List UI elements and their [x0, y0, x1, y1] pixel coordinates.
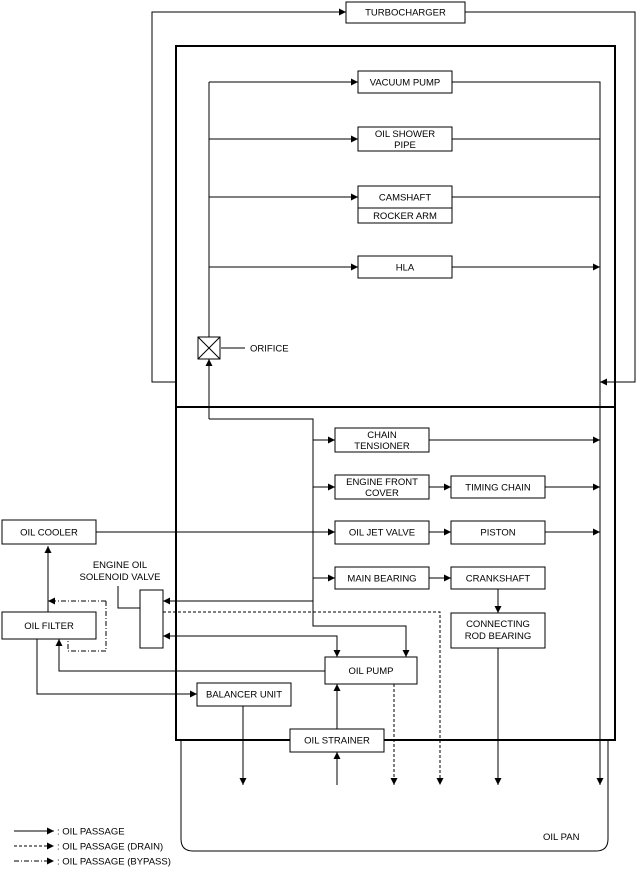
cylinder-head-block: [175, 45, 616, 408]
engine-oil-solenoid-valve-box: [139, 589, 164, 649]
main-gallery-line: [209, 418, 410, 657]
chain-tensioner-label-2: TENSIONER: [354, 441, 410, 452]
piston-box: PISTON: [450, 520, 546, 545]
oil-cooler-label: OIL COOLER: [20, 528, 78, 539]
hla-box: HLA: [357, 255, 453, 279]
oil-cooler-box: OIL COOLER: [1, 519, 97, 545]
timing-chain-label: TIMING CHAIN: [465, 483, 531, 494]
oil-pump-label: OIL PUMP: [348, 666, 393, 677]
balancer-unit-label: BALANCER UNIT: [206, 690, 282, 701]
connecting-rod-bearing-label-1: CONNECTING: [466, 619, 530, 630]
engine-front-cover-label-1: ENGINE FRONT: [346, 477, 418, 488]
oil-shower-pipe-box: OIL SHOWER PIPE: [357, 126, 453, 152]
chain-tensioner-box: CHAIN TENSIONER: [334, 427, 430, 453]
camshaft-label: CAMSHAFT: [379, 193, 431, 204]
orifice-symbol: [197, 336, 221, 360]
rocker-arm-box: ROCKER ARM: [357, 207, 453, 224]
oil-pan-label: OIL PAN: [543, 832, 580, 843]
legend-oil-passage: : OIL PASSAGE: [57, 827, 125, 838]
engine-front-cover-box: ENGINE FRONT COVER: [334, 474, 430, 500]
crankshaft-label: CRANKSHAFT: [466, 574, 531, 585]
orifice-label: ORIFICE: [250, 344, 289, 355]
rocker-arm-label: ROCKER ARM: [373, 211, 437, 222]
vacuum-pump-box: VACUUM PUMP: [357, 70, 453, 94]
connecting-rod-bearing-label-2: ROD BEARING: [465, 631, 532, 642]
oil-pan-outline: [180, 740, 609, 852]
oil-filter-label: OIL FILTER: [24, 621, 74, 632]
oil-shower-pipe-label-2: PIPE: [394, 140, 416, 151]
camshaft-box: CAMSHAFT: [357, 185, 453, 209]
turbocharger-label: TURBOCHARGER: [365, 8, 446, 19]
vacuum-pump-label: VACUUM PUMP: [370, 78, 441, 89]
oil-pump-to-filter: [55, 639, 325, 672]
engine-front-cover-label-2: COVER: [365, 488, 399, 499]
oil-filter-box: OIL FILTER: [1, 611, 97, 640]
main-bearing-label: MAIN BEARING: [347, 574, 416, 585]
vacuum-pump-return: [452, 81, 604, 785]
piston-label: PISTON: [480, 528, 515, 539]
turbo-return-line: [465, 11, 636, 386]
oil-pump-box: OIL PUMP: [324, 656, 418, 685]
oil-jet-valve-box: OIL JET VALVE: [334, 520, 430, 545]
legend-oil-passage-bypass: : OIL PASSAGE (BYPASS): [57, 857, 171, 868]
engine-oil-solenoid-valve-label-2: SOLENOID VALVE: [80, 572, 161, 583]
hla-label: HLA: [396, 263, 415, 274]
turbo-feed-line: [151, 8, 346, 383]
crankshaft-box: CRANKSHAFT: [450, 566, 546, 590]
solenoid-to-oil-pump: [163, 635, 341, 657]
engine-oil-solenoid-valve-label-1: ENGINE OIL: [93, 560, 147, 571]
legend: : OIL PASSAGE : OIL PASSAGE (DRAIN) : OI…: [14, 827, 171, 868]
filter-to-balancer: [36, 639, 197, 698]
legend-oil-passage-drain: : OIL PASSAGE (DRAIN): [57, 842, 163, 853]
cylinder-block: [175, 406, 616, 741]
oil-shower-pipe-label-1: OIL SHOWER: [375, 129, 435, 140]
turbocharger-box: TURBOCHARGER: [345, 1, 466, 24]
timing-chain-box: TIMING CHAIN: [450, 475, 546, 499]
main-bearing-box: MAIN BEARING: [334, 566, 430, 590]
oil-strainer-box: OIL STRAINER: [289, 728, 385, 753]
chain-tensioner-label-1: CHAIN: [367, 430, 397, 441]
balancer-unit-box: BALANCER UNIT: [196, 682, 292, 707]
oil-strainer-label: OIL STRAINER: [304, 736, 370, 747]
solenoid-drain: [163, 611, 444, 785]
connecting-rod-bearing-box: CONNECTING ROD BEARING: [450, 612, 546, 649]
oil-jet-valve-label: OIL JET VALVE: [349, 528, 415, 539]
bypass-line: [67, 601, 107, 652]
solenoid-valve-leader: [117, 586, 140, 609]
